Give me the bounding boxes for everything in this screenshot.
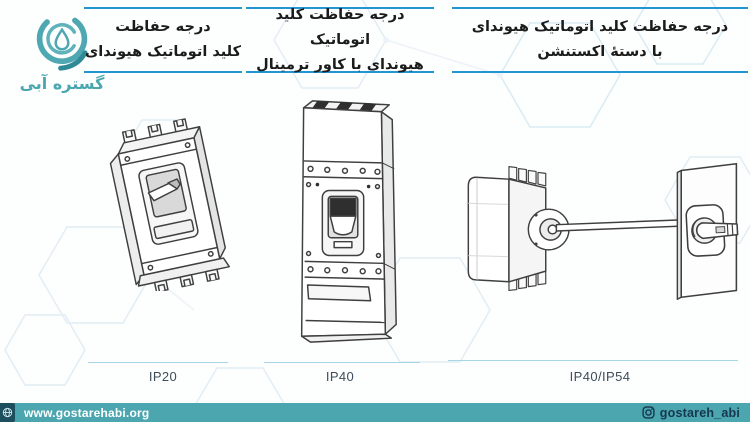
instagram-icon: [642, 406, 655, 419]
terminal-cover-breaker-illustration: [300, 100, 397, 343]
footer-instagram-link[interactable]: gostareh_abi: [642, 406, 740, 420]
footer-bar: www.gostarehabi.org gostareh_abi: [0, 403, 750, 422]
ip-separator: [264, 362, 420, 363]
heading-line: هیوندای با کاور ترمینال: [256, 56, 424, 73]
heading-line: با دستهٔ اکستنشن: [537, 44, 663, 60]
column-heading-terminal-cover: درجه حفاظت کلید اتوماتیک هیوندای با کاور…: [246, 7, 434, 73]
website-url: www.gostarehabi.org: [24, 405, 150, 420]
standard-breaker-illustration: [109, 118, 231, 291]
ip-rating-standard: IP20: [148, 369, 178, 384]
brand-logo: گستره آبی: [14, 8, 110, 93]
extension-handle-breaker-illustration: [467, 162, 739, 300]
ip-separator: [88, 362, 228, 363]
brand-name: گستره آبی: [19, 74, 105, 93]
column-heading-extension-handle: درجه حفاظت کلید اتوماتیک هیوندای با دسته…: [452, 7, 748, 73]
footer-website-link[interactable]: www.gostarehabi.org: [0, 403, 149, 422]
ip-rating-terminal-cover: IP40: [325, 369, 355, 384]
heading-line: درجه حفاظت کلید اتوماتیک هیوندای: [471, 19, 729, 35]
globe-icon: [0, 403, 15, 422]
column-heading-standard: درجه حفاظت کلید اتوماتیک هیوندای: [84, 7, 242, 73]
instagram-handle: gostareh_abi: [659, 405, 740, 420]
ip-separator: [448, 360, 738, 361]
heading-line: درجه حفاظت کلید اتوماتیک: [275, 6, 405, 48]
ip-rating-extension-handle: IP40/IP54: [569, 369, 631, 384]
heading-line: درجه حفاظت: [115, 19, 211, 35]
heading-line: کلید اتوماتیک هیوندای: [84, 44, 242, 60]
water-drop-rings-icon: [36, 13, 88, 71]
